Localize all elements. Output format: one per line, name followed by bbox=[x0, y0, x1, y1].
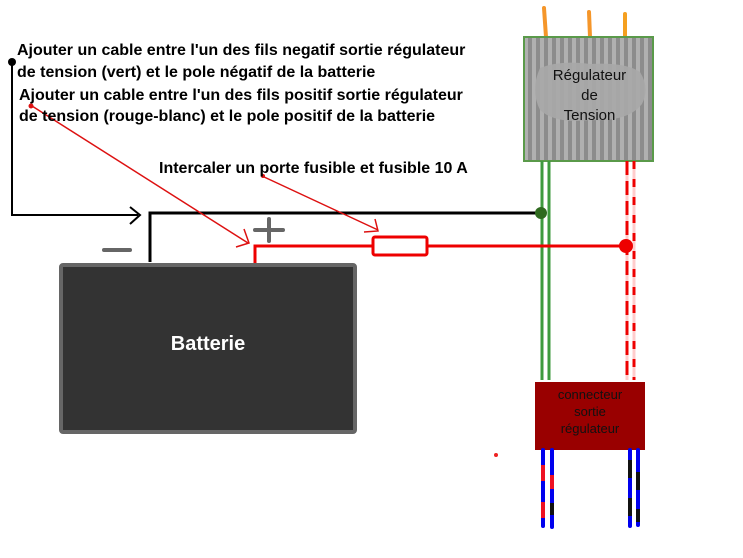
negative-annotation-pointer bbox=[8, 58, 142, 225]
pointer-line bbox=[261, 175, 379, 231]
regulator-label-backdrop bbox=[535, 62, 646, 121]
negative-cable-path bbox=[148, 211, 541, 262]
regulator-label: Régulateur de Tension bbox=[527, 66, 652, 126]
connector-label-line: sortie bbox=[574, 404, 606, 419]
input-wire-1 bbox=[542, 6, 548, 39]
fuse-holder bbox=[371, 235, 429, 257]
positive-cable bbox=[253, 235, 633, 264]
positive-cable-path-left bbox=[253, 244, 373, 264]
output-connector bbox=[535, 382, 645, 450]
positive-cable-note-line1: Ajouter un cable entre l'un des fils pos… bbox=[19, 87, 463, 104]
red-white-positive-wires bbox=[625, 161, 636, 380]
output-wires bbox=[541, 448, 640, 529]
pointer-dot bbox=[28, 103, 34, 109]
negative-cable-note-line1: Ajouter un cable entre l'un des fils neg… bbox=[17, 42, 466, 59]
connector-label: connecteur sortie régulateur bbox=[535, 386, 645, 437]
regulator-label-line: Régulateur bbox=[552, 67, 627, 84]
green-negative-wires bbox=[540, 161, 551, 380]
connector-label-line: régulateur bbox=[560, 421, 620, 436]
regulator-label-line: Tension bbox=[563, 107, 616, 124]
positive-cable-note-line2: de tension (rouge-blanc) et le pole posi… bbox=[19, 108, 436, 125]
input-wire-2 bbox=[587, 10, 592, 39]
pointer-line bbox=[31, 105, 249, 244]
plus-sign-icon bbox=[253, 217, 285, 243]
battery bbox=[59, 263, 357, 434]
stray-dot bbox=[494, 453, 498, 457]
negative-cable-note-line2: de tension (vert) et le pole négatif de … bbox=[17, 64, 376, 81]
pointer-dot bbox=[261, 174, 265, 178]
battery-label: Batterie bbox=[170, 333, 246, 355]
arrowhead-icon bbox=[235, 228, 250, 248]
negative-junction bbox=[535, 207, 547, 219]
regulator-label-line: de bbox=[581, 87, 598, 104]
negative-cable bbox=[148, 207, 547, 262]
fuse-note: Intercaler un porte fusible et fusible 1… bbox=[159, 160, 468, 177]
voltage-regulator bbox=[523, 36, 654, 162]
regulator-input-wires bbox=[542, 6, 627, 39]
fuse-annotation-pointer bbox=[261, 174, 379, 233]
positive-annotation-pointer bbox=[28, 103, 250, 248]
arrowhead-icon bbox=[363, 218, 379, 233]
pointer-line bbox=[11, 62, 138, 216]
arrowhead-icon bbox=[129, 206, 142, 225]
connector-label-line: connecteur bbox=[557, 387, 623, 402]
positive-junction bbox=[619, 239, 633, 253]
